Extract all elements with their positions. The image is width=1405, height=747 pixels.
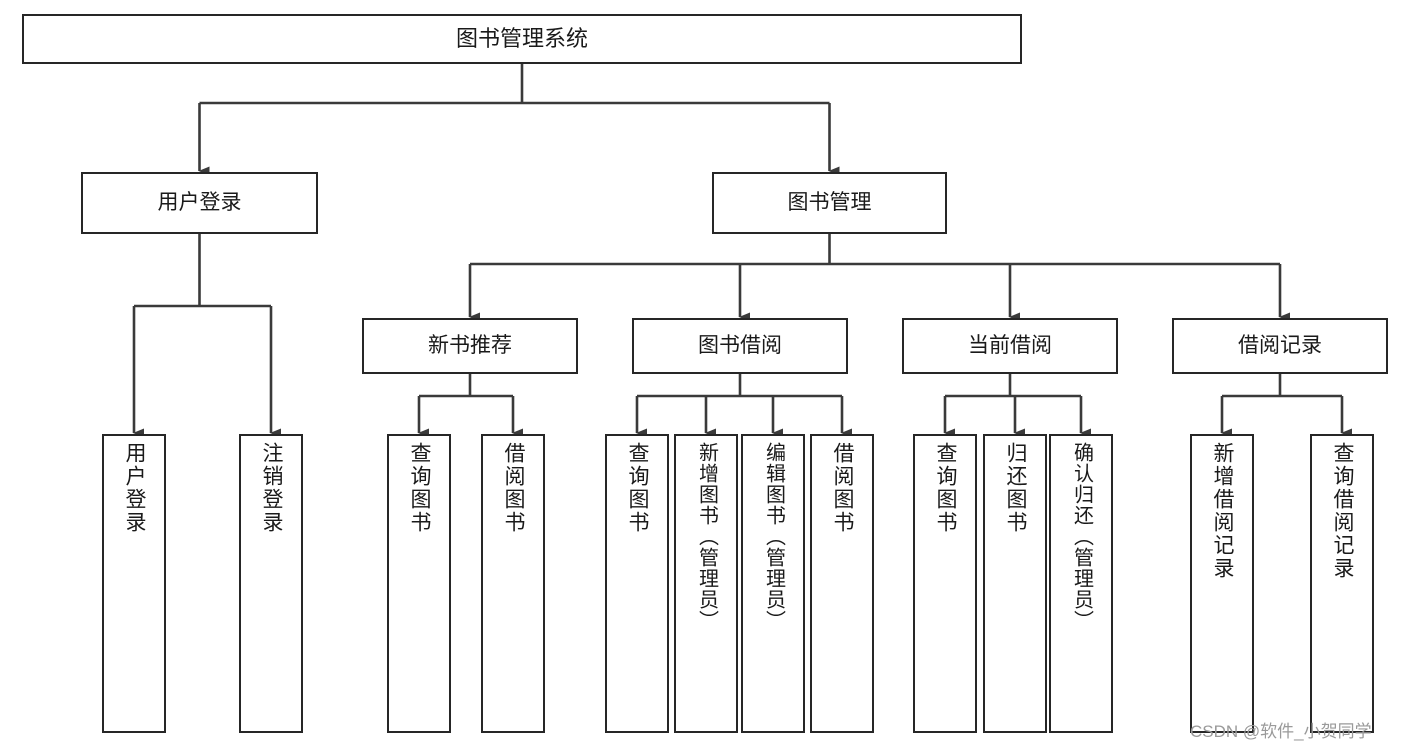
node-leaf-add-record[interactable]: 新增借阅记录	[1190, 434, 1254, 733]
node-leaf-add-book[interactable]: 新增图书（管理员）	[674, 434, 738, 733]
node-current-borrow-label: 当前借阅	[968, 333, 1052, 357]
node-leaf-query-record-label: 查询借阅记录	[1331, 442, 1355, 580]
node-leaf-edit-book[interactable]: 编辑图书（管理员）	[741, 434, 805, 733]
node-leaf-query-book-1[interactable]: 查询图书	[387, 434, 451, 733]
node-user-login[interactable]: 用户登录	[81, 172, 318, 234]
node-leaf-borrow-book-2-label: 借阅图书	[831, 442, 855, 534]
node-leaf-logout[interactable]: 注销登录	[239, 434, 303, 733]
csdn-watermark: CSDN @软件_小贺同学	[1190, 722, 1372, 741]
node-root-label: 图书管理系统	[455, 26, 588, 52]
node-leaf-borrow-book-2[interactable]: 借阅图书	[810, 434, 874, 733]
node-leaf-query-book-2-label: 查询图书	[626, 442, 650, 534]
node-leaf-user-login[interactable]: 用户登录	[102, 434, 166, 733]
node-leaf-return-book-label: 归还图书	[1004, 442, 1028, 534]
node-new-book-recommend-label: 新书推荐	[428, 333, 512, 357]
node-leaf-confirm-return-label: 确认归还（管理员）	[1070, 442, 1093, 631]
node-leaf-borrow-book-1-label: 借阅图书	[502, 442, 526, 534]
node-leaf-query-book-3-label: 查询图书	[934, 442, 958, 534]
node-leaf-logout-label: 注销登录	[260, 442, 284, 534]
node-leaf-return-book[interactable]: 归还图书	[983, 434, 1047, 733]
node-leaf-add-record-label: 新增借阅记录	[1211, 442, 1235, 580]
node-leaf-add-book-label: 新增图书（管理员）	[695, 442, 718, 631]
node-new-book-recommend[interactable]: 新书推荐	[362, 318, 578, 374]
node-leaf-query-book-3[interactable]: 查询图书	[913, 434, 977, 733]
node-book-manage[interactable]: 图书管理	[712, 172, 947, 234]
node-book-manage-label: 图书管理	[787, 190, 872, 214]
node-borrow-record-label: 借阅记录	[1238, 333, 1322, 357]
node-current-borrow[interactable]: 当前借阅	[902, 318, 1118, 374]
node-user-login-label: 用户登录	[157, 190, 242, 214]
node-borrow-record[interactable]: 借阅记录	[1172, 318, 1388, 374]
node-book-borrow[interactable]: 图书借阅	[632, 318, 848, 374]
node-leaf-edit-book-label: 编辑图书（管理员）	[762, 442, 785, 631]
node-book-borrow-label: 图书借阅	[698, 333, 782, 357]
node-leaf-user-login-label: 用户登录	[123, 442, 147, 534]
node-leaf-query-record[interactable]: 查询借阅记录	[1310, 434, 1374, 733]
node-leaf-query-book-2[interactable]: 查询图书	[605, 434, 669, 733]
node-leaf-borrow-book-1[interactable]: 借阅图书	[481, 434, 545, 733]
node-root[interactable]: 图书管理系统	[22, 14, 1022, 64]
node-leaf-query-book-1-label: 查询图书	[408, 442, 432, 534]
node-leaf-confirm-return[interactable]: 确认归还（管理员）	[1049, 434, 1113, 733]
connector-group	[132, 64, 1352, 438]
